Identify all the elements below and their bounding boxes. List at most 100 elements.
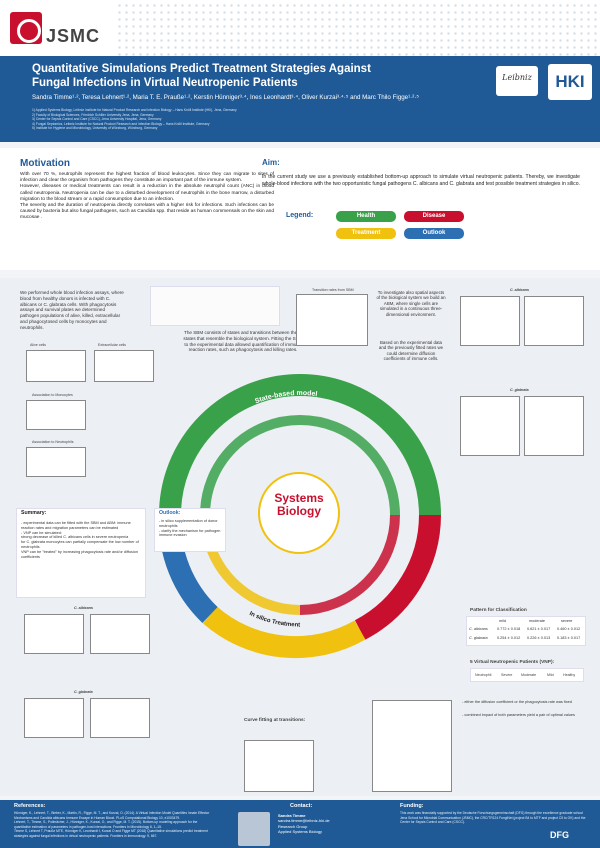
sbm-text: The SBM consists of states and transitio… [183, 330, 303, 353]
pattern-cell: 0.621 ± 0.017 [527, 627, 551, 631]
fit-heading: Curve fitting at transitions: [244, 718, 306, 723]
affiliation: 2) Faculty of Biological Sciences, Fried… [32, 112, 154, 117]
legend-disease: Disease [404, 211, 464, 222]
legend-outlook: Outlook [404, 228, 464, 239]
summary-list: - experimental data can be fitted with t… [21, 521, 141, 559]
optimal-pair-plot [372, 700, 452, 792]
whole-blood-card: We performed whole blood infection assay… [16, 288, 126, 340]
pattern-row-calbicans: C. albicans 0.772 ± 0.018 0.621 ± 0.017 … [469, 627, 585, 632]
outlook-item: - in silico supplementation of donor neu… [159, 519, 218, 528]
cglabrata-heatmap-2 [524, 396, 584, 456]
pattern-cell: 0.183 ± 0.017 [557, 636, 581, 640]
center-title-line: Biology [277, 504, 321, 518]
author-list: Sandra Timme¹·², Teresa Lehnert¹·², Mari… [32, 94, 419, 101]
plot-title-neutrophils: Association to Neutrophils [32, 440, 74, 444]
calbicans-label-lower: C. albicans [74, 606, 93, 610]
transition-plot-title: Transition rates from SBM [312, 288, 354, 292]
whole-blood-text: We performed whole blood infection assay… [20, 290, 124, 330]
title-line-1: Quantitative Simulations Predict Treatme… [32, 63, 371, 75]
abm-text: To investigate also spatial aspects of t… [376, 290, 446, 317]
jsmc-logo-text: JSMC [46, 26, 101, 46]
motivation-paragraph: The severity and the duration of neutrop… [20, 203, 274, 221]
sbm-transitions-table [150, 286, 280, 326]
cglabrata-screen-plot-2 [90, 698, 150, 738]
cglabrata-screen-plot [24, 698, 84, 738]
contact-name: Sandra Timme [278, 813, 306, 818]
abm-text-2: Based on the experimental data and the p… [378, 340, 444, 362]
vnp-level: Healthy [563, 673, 576, 677]
contact-group: Research Group [278, 823, 308, 829]
transition-rates-plot [296, 294, 368, 346]
pattern-cell: 0.226 ± 0.013 [527, 636, 551, 640]
calbicans-kinetics-plot [460, 296, 520, 346]
affiliations: 1) Applied Systems Biology, Leibniz Inst… [32, 108, 492, 131]
pattern-row-cglabrata: C. glabrata 0.254 ± 0.012 0.226 ± 0.013 … [469, 636, 585, 641]
vnp-level: Mild [547, 673, 554, 677]
reference-item: Timme S, Lehnert T, Prauße MTE, Hünniger… [14, 829, 208, 838]
plot-monocytes [26, 400, 86, 430]
pattern-cell: 0.772 ± 0.018 [497, 627, 521, 631]
motivation-paragraph: With over 70 %, neutrophils represent th… [20, 172, 274, 184]
pattern-col-mild: mild [499, 619, 506, 623]
fit-note: - combined impact of both parameters yie… [462, 712, 575, 717]
motivation-paragraph: However, diseases or medical treatments … [20, 184, 274, 202]
plot-title-extracellular: Extracellular cells [98, 343, 126, 347]
vnp-label: Neutrophil [475, 673, 492, 677]
reference-item: Hünniger, K., Lehnert, T., Bieber, K., M… [14, 811, 210, 820]
pattern-cell: 0.460 ± 0.012 [557, 627, 581, 631]
summary-heading: Summary: [21, 510, 47, 516]
pattern-col-moderate: moderate [529, 619, 546, 623]
affiliation: 5) Institute for Hygiene and Microbiolog… [32, 126, 158, 130]
summary-item: VNP can be "treated" by increasing phago… [21, 549, 138, 559]
ring-health-left [159, 374, 301, 516]
references-list: Hünniger, K., Lehnert, T., Bieber, K., M… [14, 811, 214, 839]
summary-item: strong decrease of killed C. albicans ce… [21, 535, 129, 540]
outlook-heading: Outlook: [159, 510, 181, 516]
pattern-heading: Pattern for Classification [470, 608, 527, 613]
summary-item: - experimental data can be fitted with t… [21, 521, 131, 530]
affiliation: 1) Applied Systems Biology, Leibniz Inst… [32, 108, 237, 112]
center-circle [258, 472, 340, 554]
cglabrata-heading: C. glabrata [510, 388, 529, 392]
jsmc-logo-icon [10, 11, 42, 44]
funding-text: This work was financially supported by t… [400, 811, 586, 825]
cglabrata-label-lower: C. glabrata [74, 690, 93, 694]
outlook-item: - clarify the mechanism for pathogen imm… [159, 528, 221, 538]
outlook-card: Outlook: - in silico supplementation of … [154, 508, 226, 552]
fit-note: - either the diffusion coefficient or th… [462, 700, 572, 704]
leibniz-logo: Leibniz [496, 66, 538, 96]
ring-treatment [202, 606, 366, 659]
aim-text: In the current study we use a previously… [262, 174, 580, 187]
pattern-cell: 0.254 ± 0.012 [497, 636, 521, 640]
calbicans-screen-plot-2 [90, 614, 150, 654]
intro-section [0, 148, 600, 270]
affiliation: 4) Fungal Septomics, Leibniz Institute f… [32, 121, 210, 126]
reference-item: Lehnert, T., Timme, S., Pollmächer, J., … [14, 820, 198, 829]
contact-block: Sandra Timme sandra.timme@leibniz-hki.de… [278, 813, 378, 835]
center-title: Systems Biology [258, 492, 340, 518]
pattern-row-label: C. glabrata [469, 636, 488, 640]
legend-treatment: Treatment [336, 228, 396, 239]
aim-heading: Aim: [262, 158, 280, 167]
calbicans-heading: C. albicans [510, 288, 529, 292]
title-line-2: Fungal Infections in Virtual Neutropenic… [32, 77, 298, 89]
summary-card: Summary: - experimental data can be fitt… [16, 508, 146, 598]
outlook-list: - in silico supplementation of donor neu… [159, 519, 223, 538]
pattern-col-severe: severe [561, 619, 573, 623]
vnp-level: Severe [501, 673, 513, 677]
ring-inner-health [200, 415, 400, 516]
ring-disease [354, 514, 441, 640]
contact-heading: Contact: [290, 803, 313, 809]
pattern-row-label: C. albicans [469, 627, 488, 631]
fit-notes: - either the diffusion coefficient or th… [462, 700, 582, 718]
top-bar: JSMC [0, 0, 600, 56]
cglabrata-heatmap [460, 396, 520, 456]
motivation-text: With over 70 %, neutrophils represent th… [20, 172, 274, 222]
contact-email[interactable]: sandra.timme@leibniz-hki.de [278, 818, 330, 824]
jsmc-logo: JSMC [10, 8, 100, 47]
plot-neutrophils [26, 447, 86, 477]
summary-item: - VNP can be simulated: [21, 530, 62, 535]
motivation-heading: Motivation [20, 158, 70, 169]
center-title-line: Systems [274, 491, 324, 505]
summary-item: for C. glabrata monocytes can partially … [21, 540, 139, 549]
